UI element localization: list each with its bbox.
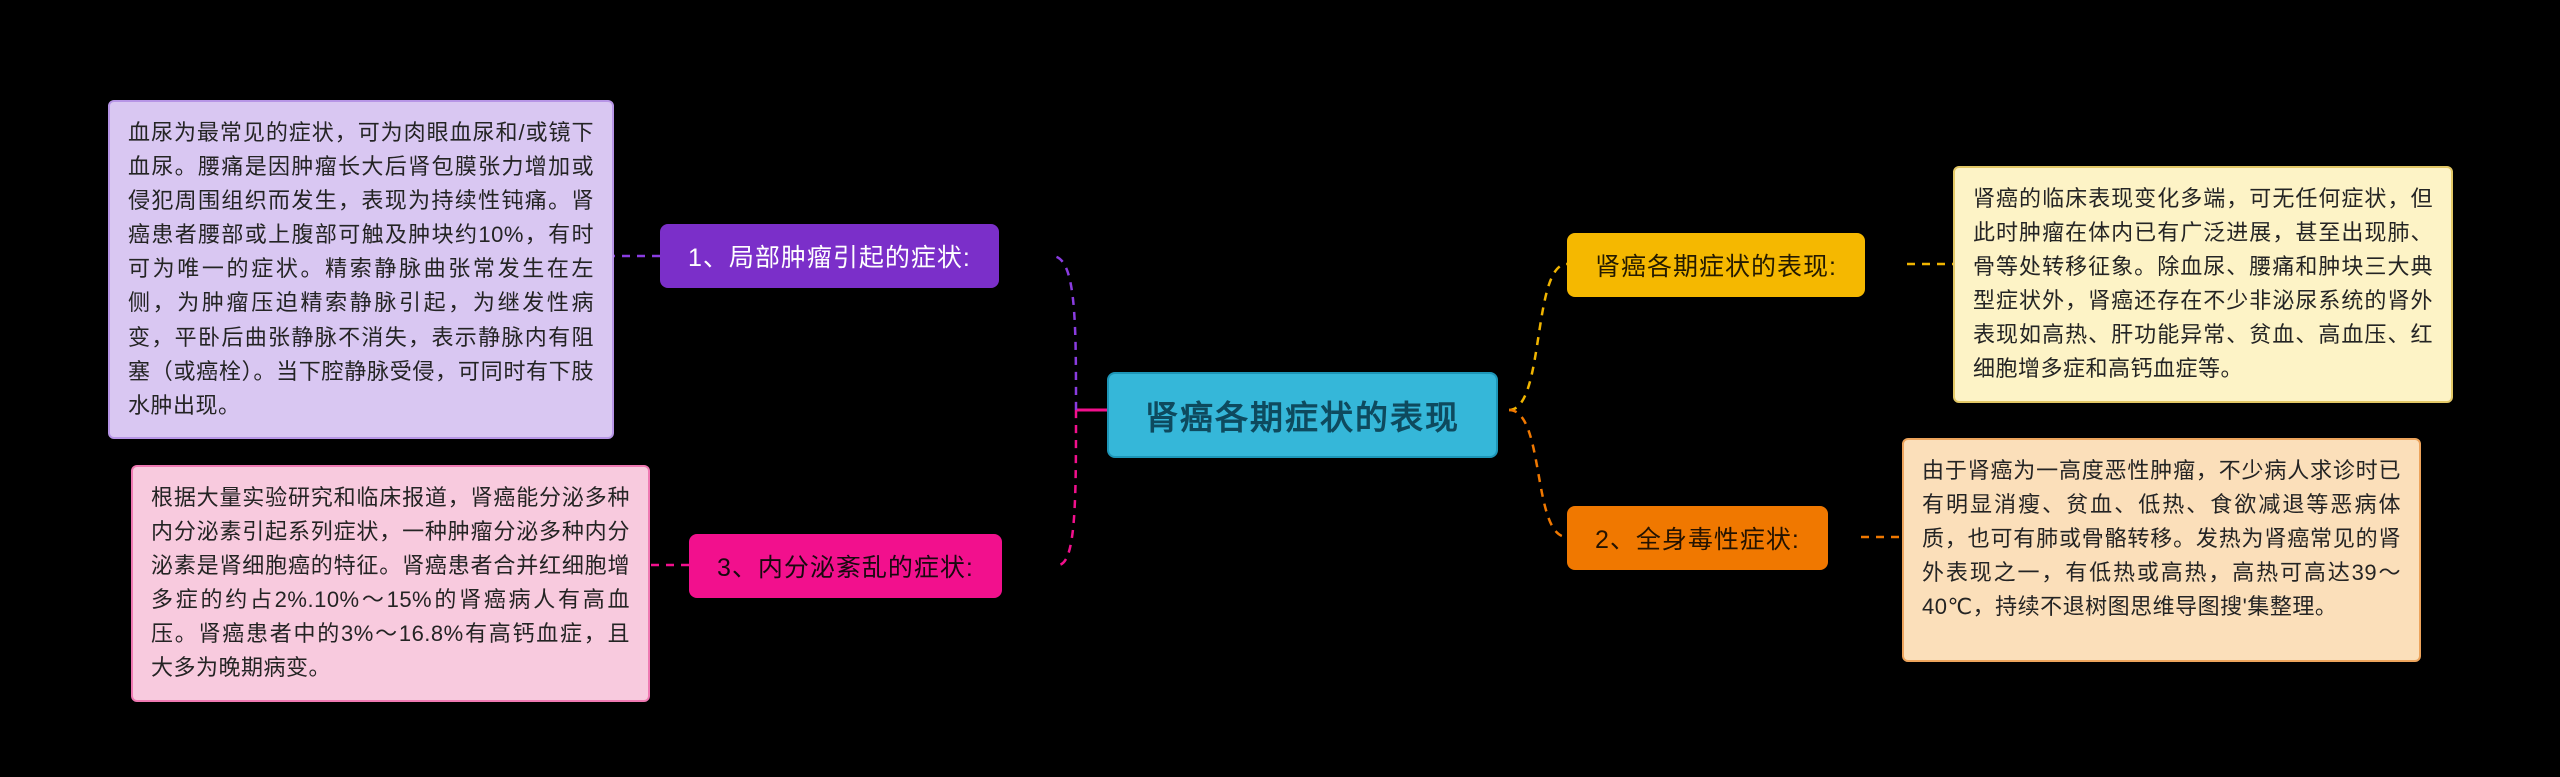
branch-node-endocrine-symptoms[interactable]: 3、内分泌紊乱的症状: — [689, 534, 1002, 598]
detail-box-systemic-symptoms[interactable]: 由于肾癌为一高度恶性肿瘤，不少病人求诊时已有明显消瘦、贫血、低热、食欲减退等恶病… — [1902, 438, 2421, 662]
connector-central-to-systemic — [1508, 408, 1568, 539]
branch-node-systemic-symptoms[interactable]: 2、全身毒性症状: — [1567, 506, 1828, 570]
connector-central-to-endocrine — [1057, 409, 1078, 567]
branch-node-overview-symptoms[interactable]: 肾癌各期症状的表现: — [1567, 233, 1865, 297]
detail-box-local-symptoms[interactable]: 血尿为最常见的症状，可为肉眼血尿和/或镜下血尿。腰痛是因肿瘤长大后肾包膜张力增加… — [108, 100, 614, 439]
detail-box-endocrine-symptoms[interactable]: 根据大量实验研究和临床报道，肾癌能分泌多种内分泌素引起系列症状，一种肿瘤分泌多种… — [131, 465, 650, 702]
detail-box-overview-symptoms[interactable]: 肾癌的临床表现变化多端，可无任何症状，但此时肿瘤在体内已有广泛进展，甚至出现肺、… — [1953, 166, 2453, 403]
connector-central-to-local — [1051, 254, 1078, 411]
central-topic-node[interactable]: 肾癌各期症状的表现 — [1107, 372, 1498, 458]
connector-central-to-overview — [1508, 262, 1568, 412]
branch-node-local-symptoms[interactable]: 1、局部肿瘤引起的症状: — [660, 224, 999, 288]
